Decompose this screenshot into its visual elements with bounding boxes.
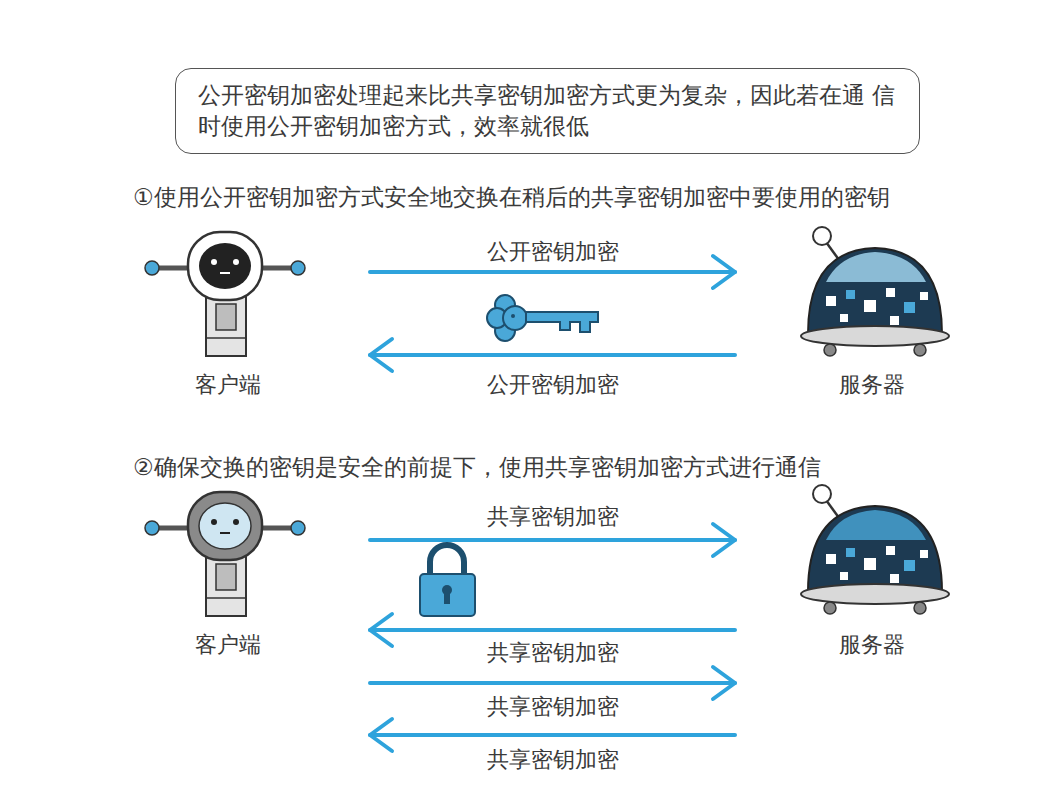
edge-label: 共享密钥加密: [483, 694, 623, 720]
edge-label: 共享密钥加密: [483, 747, 623, 773]
edge-label: 共享密钥加密: [483, 640, 623, 666]
server-robot: [801, 485, 949, 614]
arrow-shaft: [370, 733, 735, 737]
server-robot-part: [826, 554, 836, 564]
server-robot-part: [826, 296, 836, 306]
server-robot: [801, 227, 949, 356]
client-robot-part: [188, 492, 262, 560]
key-icon-part: [526, 312, 598, 332]
client-robot: [145, 232, 305, 356]
lock-icon-part: [420, 574, 475, 616]
client-robot-part: [220, 272, 230, 274]
client-robot-part: [216, 564, 236, 590]
server-robot-part: [840, 314, 848, 322]
client-robot-part: [206, 337, 246, 339]
arrow-shaft: [370, 538, 735, 542]
key-icon: [487, 295, 598, 341]
server-robot-part: [920, 550, 928, 558]
server-robot-part: [886, 546, 895, 555]
client-robot-part: [216, 304, 236, 330]
lock-icon-part: [444, 592, 450, 604]
server-robot-part: [904, 302, 915, 313]
arrow-head: [370, 614, 392, 646]
server-robot-part: [840, 572, 848, 580]
server-robot-part: [808, 506, 942, 592]
arrow-head: [713, 667, 735, 699]
lock-icon-part: [430, 545, 464, 576]
server-node: 服务器: [735, 490, 960, 658]
client-robot-part: [291, 521, 305, 535]
client-robot-part: [199, 243, 251, 289]
key-icon-part: [511, 314, 515, 318]
client-robot-part: [211, 519, 217, 525]
server-robot-part: [904, 560, 915, 571]
node-text: 服务器: [839, 632, 960, 658]
client-robot-part: [145, 261, 159, 275]
server-robot-part: [824, 344, 836, 356]
server-robot-part: [864, 558, 876, 570]
client-robot-part: [291, 261, 305, 275]
note-box: 公开密钥加密处理起来比共享密钥加密方式更为复杂，因此若在通 信时使用公开密钥加密…: [175, 68, 920, 154]
server-robot-part: [826, 252, 926, 282]
arrow-shaft: [370, 353, 735, 357]
arrow-shaft: [370, 628, 735, 632]
server-robot-part: [813, 227, 831, 245]
server-robot-part: [826, 510, 926, 540]
arrow-head: [713, 256, 735, 288]
client-robot-part: [211, 259, 217, 265]
client-robot-part: [188, 232, 262, 300]
edge-label: 公开密钥加密: [483, 372, 623, 398]
client-robot-part: [233, 519, 239, 525]
server-robot-part: [864, 300, 876, 312]
server-robot-part: [920, 292, 928, 300]
server-robot-part: [808, 248, 942, 334]
server-robot-part: [890, 574, 899, 583]
client-robot-part: [206, 597, 246, 599]
arrow-shaft: [370, 681, 735, 685]
client-robot-part: [206, 556, 246, 616]
lock-icon: [420, 545, 475, 616]
client-node: 客户端: [140, 225, 370, 398]
node-text: 客户端: [195, 632, 370, 658]
server-robot-part: [886, 288, 895, 297]
key-icon-part: [503, 306, 527, 330]
node-text: 服务器: [839, 372, 960, 398]
node-text: 公开密钥加密处理起来比共享密钥加密方式更为复杂，因此若在通 信时使用公开密钥加密…: [198, 80, 897, 142]
client-robot-part: [233, 259, 239, 265]
arrow-shaft: [370, 270, 735, 274]
edge-label: 公开密钥加密: [483, 239, 623, 265]
client-robot: [145, 492, 305, 616]
step-caption: ①使用公开密钥加密方式安全地交换在稍后的共享密钥加密中要使用的密钥: [133, 183, 890, 211]
edge-label: 共享密钥加密: [483, 504, 623, 530]
node-text: 客户端: [195, 372, 370, 398]
server-robot-part: [846, 290, 855, 299]
arrow-head: [370, 339, 392, 371]
server-robot-part: [801, 326, 949, 346]
step-caption: ②确保交换的密钥是安全的前提下，使用共享密钥加密方式进行通信: [133, 453, 821, 481]
server-robot-part: [801, 584, 949, 604]
client-robot-part: [220, 532, 230, 534]
arrow-head: [713, 524, 735, 556]
arrow-head: [370, 719, 392, 751]
server-robot-part: [914, 344, 926, 356]
client-node: 客户端: [140, 490, 370, 658]
client-robot-part: [145, 521, 159, 535]
server-robot-part: [813, 485, 831, 503]
client-robot-part: [199, 503, 251, 549]
arrow-connector: [370, 339, 735, 371]
server-robot-part: [890, 316, 899, 325]
server-node: 服务器: [735, 225, 960, 398]
client-robot-part: [206, 296, 246, 356]
server-robot-part: [914, 602, 926, 614]
server-robot-part: [824, 602, 836, 614]
server-robot-part: [846, 548, 855, 557]
